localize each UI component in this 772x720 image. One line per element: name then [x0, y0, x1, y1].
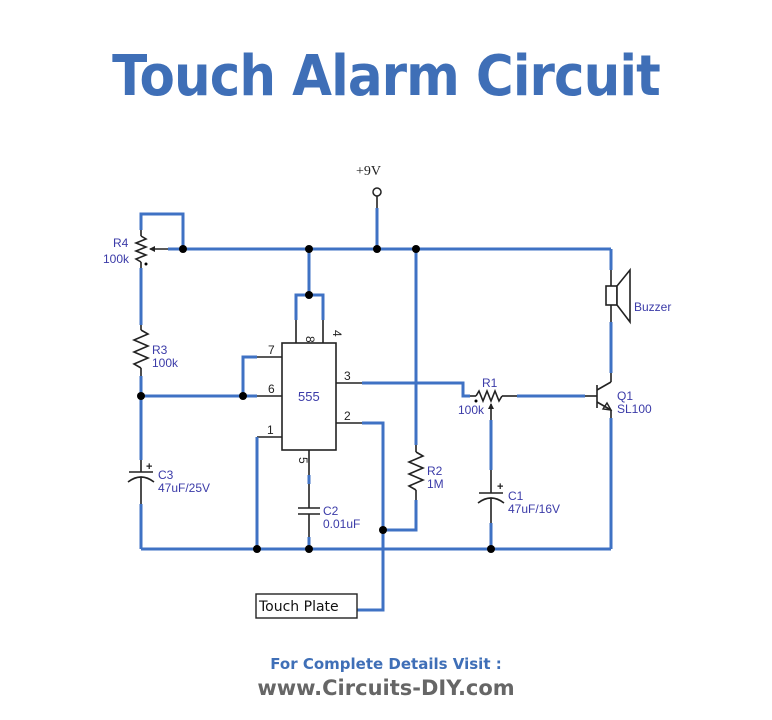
- r1-potentiometer: R1 100k: [458, 376, 517, 420]
- c1-value: 47uF/16V: [508, 502, 560, 516]
- pin-2: 2: [344, 409, 351, 423]
- r4-potentiometer: R4 100k: [103, 230, 168, 325]
- junction-dot: [239, 392, 247, 400]
- junction-dot: [305, 245, 313, 253]
- supply-label: +9V: [356, 164, 381, 179]
- r3-name: R3: [152, 343, 168, 357]
- supply-terminal: +9V: [356, 164, 382, 249]
- pin-6: 6: [268, 382, 275, 396]
- pin-5: 5: [296, 457, 310, 464]
- pin-8: 8: [303, 336, 317, 343]
- q1-name: Q1: [617, 389, 633, 403]
- buzzer-label: Buzzer: [634, 300, 671, 314]
- r3-value: 100k: [152, 356, 179, 370]
- junction-dot: [487, 545, 495, 553]
- junction-dot: [253, 545, 261, 553]
- c3-name: C3: [158, 468, 174, 482]
- junction-dots: [137, 245, 495, 553]
- r4-name: R4: [113, 236, 129, 250]
- page-title: Touch Alarm Circuit: [112, 44, 661, 109]
- r2-value: 1M: [427, 477, 444, 491]
- top-rail-wire: [139, 212, 611, 251]
- c3-capacitor: + C3 47uF/25V: [127, 460, 210, 549]
- pin-1: 1: [267, 423, 274, 437]
- junction-dot: [179, 245, 187, 253]
- junction-dot: [305, 545, 313, 553]
- ic-label: 555: [298, 389, 320, 404]
- c2-name: C2: [323, 504, 339, 518]
- footer-caption: For Complete Details Visit :: [270, 655, 502, 673]
- r3-resistor: R3 100k: [131, 325, 179, 460]
- r1-name: R1: [482, 376, 498, 390]
- r2-resistor: R2 1M: [383, 249, 444, 532]
- touch-plate-label: Touch Plate: [258, 599, 339, 615]
- junction-dot: [412, 245, 420, 253]
- pin-7: 7: [268, 343, 275, 357]
- pin-3: 3: [344, 369, 351, 383]
- footer-url[interactable]: www.Circuits-DIY.com: [257, 676, 515, 700]
- c1-polarity: +: [497, 481, 503, 493]
- ic-555: 555 7 6 1 3 2 8 4 5: [257, 320, 362, 475]
- junction-dot: [137, 392, 145, 400]
- r4-value: 100k: [103, 252, 130, 266]
- r1-value: 100k: [458, 403, 485, 417]
- c3-polarity: +: [146, 461, 152, 473]
- c1-name: C1: [508, 489, 524, 503]
- q1-transistor: Q1 SL100: [585, 373, 652, 549]
- touch-plate[interactable]: Touch Plate: [255, 593, 358, 619]
- junction-dot: [379, 526, 387, 534]
- c1-capacitor: + C1 47uF/16V: [477, 420, 560, 549]
- r2-name: R2: [427, 464, 443, 478]
- junction-dot: [373, 245, 381, 253]
- q1-value: SL100: [617, 402, 652, 416]
- c2-capacitor: C2 0.01uF: [298, 475, 360, 549]
- buzzer: Buzzer: [605, 249, 671, 373]
- c2-value: 0.01uF: [323, 517, 360, 531]
- pin-4: 4: [330, 330, 344, 337]
- c3-value: 47uF/25V: [158, 481, 210, 495]
- junction-dot: [305, 291, 313, 299]
- supply-terminal-icon: [372, 187, 382, 197]
